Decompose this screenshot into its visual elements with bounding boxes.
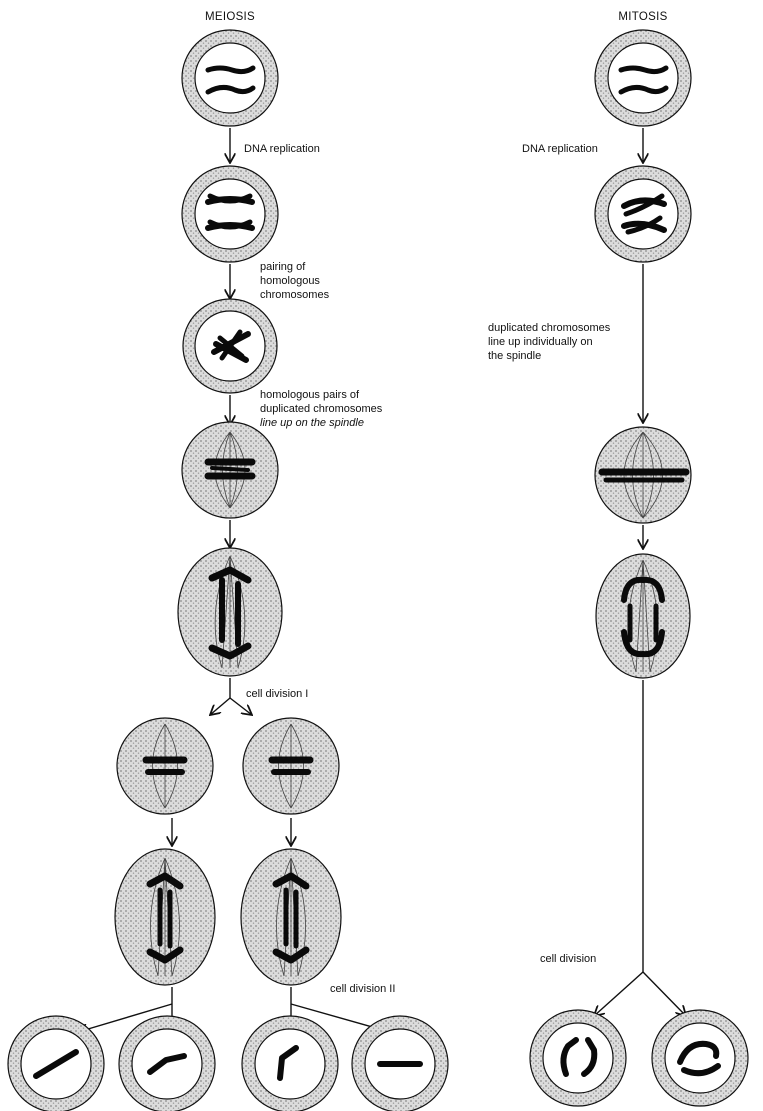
mitosis-cell-2 — [595, 166, 691, 262]
meiosis-daughter-cell-2 — [119, 1016, 215, 1111]
meiosis-cell-2 — [182, 166, 278, 262]
mitosis-cell-1 — [595, 30, 691, 126]
label-cell-division-2: cell division II — [330, 983, 395, 995]
meiosis-cell-3 — [183, 299, 277, 393]
meiosis-cell-7b — [241, 849, 341, 985]
mitosis-daughter-cell-1 — [530, 1010, 626, 1106]
label-homologous-pairs-2: duplicated chromosomes — [260, 403, 383, 415]
meiosis-cell-7a — [115, 849, 215, 985]
meiosis-cell-6a — [117, 718, 213, 814]
mitosis-daughter-cell-2 — [652, 1010, 748, 1106]
label-cell-division: cell division — [540, 953, 596, 965]
meiosis-daughter-cell-4 — [352, 1016, 448, 1111]
label-cell-division-1: cell division I — [246, 688, 308, 700]
label-pairing-2: homologous — [260, 275, 320, 287]
mitosis-cell-4 — [596, 554, 690, 678]
meiosis-daughter-cell-1 — [8, 1016, 104, 1111]
label-mitosis-lineup-2: line up individually on — [488, 336, 593, 348]
label-mitosis-lineup-3: the spindle — [488, 350, 541, 362]
label-homologous-pairs-3: line up on the spindle — [260, 417, 364, 429]
label-pairing-3: chromosomes — [260, 289, 330, 301]
mitosis-header: MITOSIS — [618, 11, 667, 23]
label-dna-replication-mitosis: DNA replication — [522, 143, 598, 155]
meiosis-cell-1 — [182, 30, 278, 126]
mitosis-cell-3 — [595, 427, 691, 523]
meiosis-header: MEIOSIS — [205, 11, 255, 23]
meiosis-daughter-cell-3 — [242, 1016, 338, 1111]
meiosis-cell-6b — [243, 718, 339, 814]
label-dna-replication-meiosis: DNA replication — [244, 143, 320, 155]
label-mitosis-lineup-1: duplicated chromosomes — [488, 322, 611, 334]
label-homologous-pairs-1: homologous pairs of — [260, 389, 360, 401]
label-pairing-1: pairing of — [260, 261, 306, 273]
meiosis-cell-4 — [182, 422, 278, 518]
meiosis-cell-5 — [178, 548, 282, 676]
